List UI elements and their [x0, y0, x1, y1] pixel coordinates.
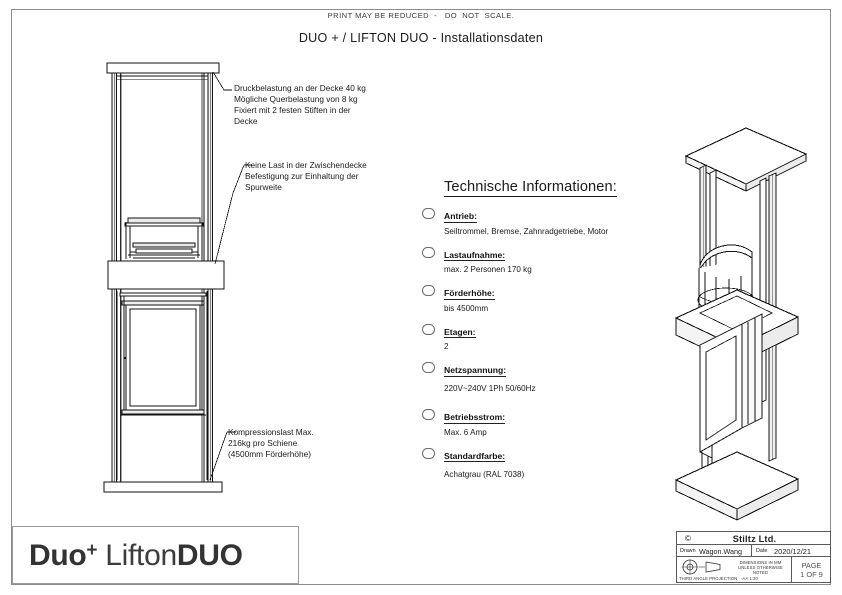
brand-logo-text: Duo+ LiftonDUO: [29, 539, 243, 573]
tech-label: Lastaufnahme:: [444, 249, 506, 261]
tech-item-lastaufnahme: Lastaufnahme: max. 2 Personen 170 kg: [420, 245, 670, 274]
technical-information-heading: Technische Informationen:: [444, 179, 617, 197]
tech-value: 2: [444, 342, 449, 351]
title-block-divider-2: [791, 557, 792, 582]
tech-value: max. 2 Personen 170 kg: [444, 265, 532, 274]
projection-note: THIRD ANGLE PROJECTION -AA 1:20: [679, 575, 758, 581]
sheet-border: [11, 9, 831, 585]
tech-item-netzspannung: Netzspannung: 220V~240V 1Ph 50/60Hz: [420, 360, 670, 393]
tech-item-betriebsstrom: Betriebsstrom: Max. 6 Amp: [420, 407, 670, 437]
callout-ceiling-load: Druckbelastung an der Decke 40 kg Möglic…: [234, 83, 366, 127]
page-number: PAGE 1 OF 9: [800, 561, 823, 579]
tech-item-standardfarbe: Standardfarbe: Achatgrau (RAL 7038): [420, 446, 670, 479]
tech-value: Achatgrau (RAL 7038): [444, 469, 525, 479]
title-block-divider: [751, 545, 752, 557]
title-block-drawn-row: Drawn Wagon.Wang Date 2020/12/21: [677, 545, 830, 557]
third-angle-projection-icon: [681, 559, 721, 575]
logo-duo: Duo: [29, 539, 87, 572]
logo-plus-icon: +: [86, 540, 98, 561]
tech-label: Antrieb:: [444, 211, 477, 223]
drawn-by-value: Wagon.Wang: [699, 547, 743, 556]
bullet-icon: [422, 447, 435, 459]
tech-item-foerderhoehe: Förderhöhe: bis 4500mm: [420, 283, 670, 313]
title-block-projection-row: THIRD ANGLE PROJECTION -AA 1:20 DIMENSIO…: [677, 557, 830, 582]
tech-label: Betriebsstrom:: [444, 412, 506, 424]
bullet-icon: [422, 323, 435, 335]
bullet-icon: [422, 246, 435, 258]
callout-intermediate-deck: Keine Last in der Zwischendecke Befestig…: [245, 160, 367, 193]
tech-label: Standardfarbe:: [444, 450, 506, 462]
technical-information-panel: Technische Informationen: Antrieb: Seilt…: [420, 178, 670, 479]
tech-value: 220V~240V 1Ph 50/60Hz: [444, 384, 536, 393]
tech-label: Netzspannung:: [444, 365, 507, 377]
bullet-icon: [422, 409, 435, 420]
brand-logo-box: Duo+ LiftonDUO: [12, 526, 299, 584]
copyright-icon: ©: [685, 534, 691, 543]
page-title: DUO + / LIFTON DUO - Installationsdaten: [298, 31, 544, 45]
tech-label: Etagen:: [444, 326, 476, 338]
drawn-by-label: Drawn: [680, 548, 696, 554]
bullet-icon: [422, 285, 435, 296]
tech-value: bis 4500mm: [444, 303, 489, 313]
tech-value: Max. 6 Amp: [444, 427, 487, 437]
tech-label: Förderhöhe:: [444, 288, 495, 300]
date-label: Date: [756, 548, 768, 554]
logo-duo-caps: DUO: [176, 539, 243, 572]
title-block: © Stiltz Ltd. Drawn Wagon.Wang Date 2020…: [676, 531, 831, 583]
print-scale-note: PRINT MAY BE REDUCED - DO NOT SCALE.: [327, 11, 515, 20]
date-value: 2020/12/21: [774, 547, 811, 556]
tech-item-etagen: Etagen: 2: [420, 322, 670, 351]
title-block-company-row: © Stiltz Ltd.: [677, 532, 830, 545]
logo-lifton-word: Lifton: [105, 539, 177, 572]
company-name: Stiltz Ltd.: [732, 533, 777, 544]
tech-value: Seiltrommel, Bremse, Zahnradgetriebe, Mo…: [444, 226, 609, 236]
callout-compression-load: Kompressionslast Max. 216kg pro Schiene …: [228, 427, 314, 460]
bullet-icon: [422, 208, 435, 219]
bullet-icon: [422, 362, 435, 373]
dimension-note: DIMENSIONS IN MM UNLESS OTHERWISE NOTED: [738, 560, 783, 575]
tech-item-antrieb: Antrieb: Seiltrommel, Bremse, Zahnradget…: [420, 206, 670, 236]
